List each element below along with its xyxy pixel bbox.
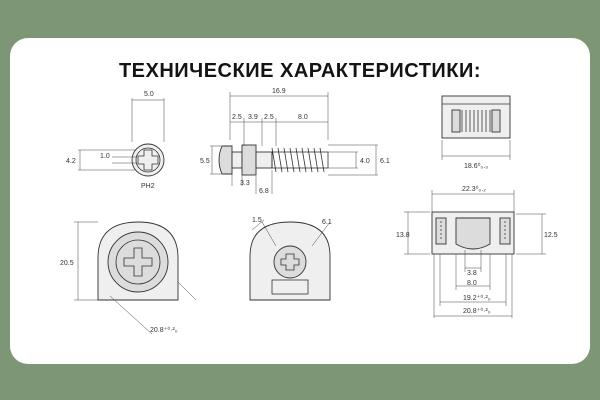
- dim-body-slot: 3.8: [467, 270, 477, 277]
- dim-body-top-width: 22.3⁰₀.₂: [462, 185, 486, 193]
- dim-head-diameter: 5.5: [200, 158, 210, 165]
- dim-neck: 3.3: [240, 180, 250, 187]
- drawing-card: [10, 38, 590, 364]
- dim-seg-1: 2.5: [232, 114, 242, 121]
- dim-seg-4: 8.0: [298, 114, 308, 121]
- cam-body-view: 22.3⁰₀.₂ 13.8 12.5 3.8 8.0 19.2⁺⁰·²₀ 20.…: [396, 185, 558, 318]
- label-drive: PH2: [141, 183, 155, 190]
- dim-total-length: 16.9: [272, 88, 286, 95]
- dim-body-height-left: 13.8: [396, 232, 410, 239]
- dim-body-height-right: 12.5: [544, 232, 558, 239]
- dim-body-width-1: 19.2⁺⁰·²₀: [463, 294, 491, 302]
- dim-outer-diameter: 6.1: [380, 158, 390, 165]
- dim-thread-diameter: 4.0: [360, 158, 370, 165]
- dim-pin-height: 4.2: [66, 158, 76, 165]
- dim-cam-top-width: 18.6⁰₀.₃: [464, 162, 488, 170]
- cam-front-view: 20.5 20.8⁺⁰·²₀: [60, 221, 197, 335]
- pin-end-view: 5.0 4.2 1.0 PH2: [66, 91, 165, 190]
- dim-body-inner: 8.0: [467, 280, 477, 287]
- dim-cut-angle-1: 1.5: [252, 217, 262, 224]
- dim-cam-height: 20.5: [60, 260, 74, 267]
- dim-neck-diameter: 6.8: [259, 188, 269, 195]
- cam-top-view: 18.6⁰₀.₃: [441, 95, 511, 170]
- dim-seg-3: 2.5: [264, 114, 274, 121]
- dim-cut-angle-2: 6.1: [322, 219, 332, 226]
- dim-body-width-2: 20.8⁺⁰·²₀: [463, 307, 491, 315]
- dim-pin-slot: 1.0: [100, 153, 110, 160]
- pin-side-view: 16.9 2.5 3.9 2.5 8.0 5.5 4.0 6.1 3.3 6.8: [200, 88, 390, 195]
- cam-cut-view: 1.5 6.1: [249, 217, 332, 301]
- page-title: ТЕХНИЧЕСКИЕ ХАРАКТЕРИСТИКИ:: [118, 60, 482, 82]
- dim-cam-diagonal: 20.8⁺⁰·²₀: [150, 326, 178, 334]
- dim-pin-width: 5.0: [144, 91, 154, 98]
- dim-seg-2: 3.9: [248, 114, 258, 121]
